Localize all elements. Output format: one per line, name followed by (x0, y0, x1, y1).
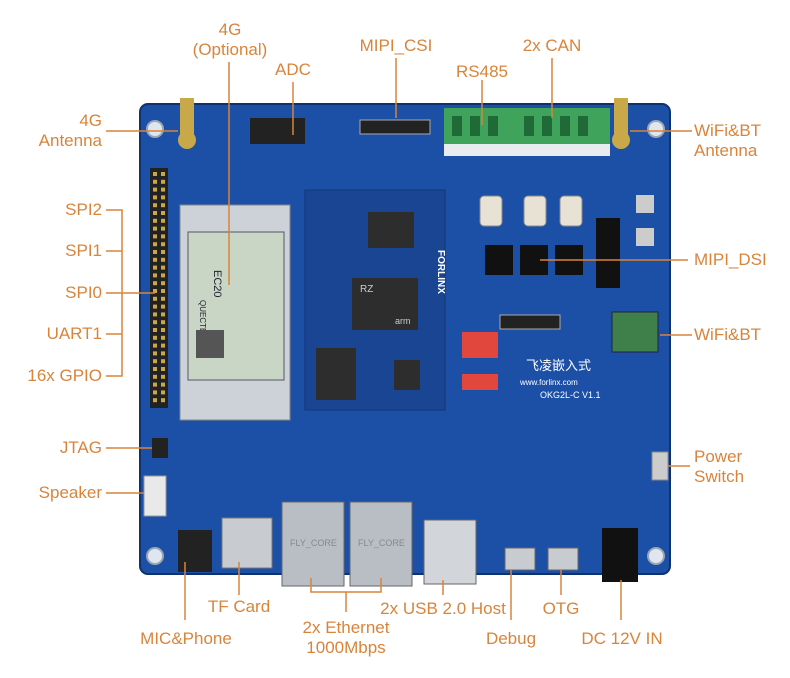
label-jtag: JTAG (59, 438, 102, 457)
button-1 (636, 195, 654, 213)
4g-antenna-base (178, 131, 196, 149)
module-brand: QUECTEL (198, 300, 207, 338)
gpio-pins (153, 172, 165, 403)
label-wifi-bt: WiFi&BT (694, 325, 762, 344)
label-16x-gpio: 16x GPIO (27, 366, 102, 385)
terminal-label-strip (444, 144, 610, 156)
usb-host-ports (423, 519, 477, 585)
ethernet-text-1: FLY_CORE (290, 538, 337, 548)
label-usb-host: 2x USB 2.0 Host (380, 599, 506, 618)
cpu-chip (352, 278, 418, 330)
wifi-antenna-connector (614, 98, 628, 138)
label-uart1: UART1 (46, 324, 102, 343)
label-spi1: SPI1 (65, 241, 102, 260)
module-model: EC20 (211, 270, 223, 298)
adc-header (250, 118, 305, 144)
label-rs485: RS485 (456, 62, 508, 81)
label-tf-card: TF Card (207, 597, 271, 616)
tf-card-slot (221, 517, 273, 569)
mipi-csi-connector (359, 119, 431, 135)
debug-usb-c (504, 547, 536, 571)
wifi-antenna-base (612, 131, 630, 149)
label-otg: OTG (542, 599, 580, 618)
gpio-header (150, 168, 168, 408)
brand-text: FORLINX (435, 250, 446, 294)
cpu-brand: RZ (360, 284, 373, 295)
ethernet-port-2 (349, 501, 413, 587)
board-model: OKG2L-C V1.1 (540, 390, 601, 400)
label-dc-12v-in: DC 12V IN (581, 629, 663, 648)
arm-logo: arm (395, 316, 411, 326)
brand-cn: 飞凌嵌入式 (526, 358, 591, 373)
wifi-module (611, 311, 659, 353)
emmc-chip (316, 348, 356, 400)
otg-usb-c (547, 547, 579, 571)
mounting-holes (146, 120, 665, 565)
ethernet-text-2: FLY_CORE (358, 538, 405, 548)
module-qr (196, 330, 224, 358)
mipi-dsi-connector (499, 314, 561, 330)
label-mic-phone: MIC&Phone (140, 629, 232, 648)
dip-switch-2 (462, 374, 498, 390)
label-mipi-csi: MIPI_CSI (359, 36, 433, 55)
dip-switch-1 (462, 332, 498, 358)
can-chips (479, 195, 583, 227)
label-spi0: SPI0 (65, 283, 102, 302)
label-mipi-dsi: MIPI_DSI (694, 250, 767, 269)
speaker-connector (143, 475, 167, 517)
label-4g-optional: 4G(Optional) (192, 20, 268, 59)
label-adc: ADC (275, 60, 311, 79)
jtag-header (152, 438, 168, 458)
label-debug: Debug (485, 629, 537, 648)
pmic-chip (394, 360, 420, 390)
leader-lines (106, 58, 692, 620)
power-switch (651, 451, 669, 481)
button-2 (636, 228, 654, 246)
ethernet-port-1 (281, 501, 345, 587)
label-spi2: SPI2 (65, 200, 102, 219)
dc-jack (602, 528, 638, 582)
4g-antenna-connector (180, 98, 194, 138)
memory-chip (368, 212, 414, 248)
brand-url: www.forlinx.com (519, 378, 578, 387)
audio-jack (178, 530, 212, 572)
label-2x-can: 2x CAN (522, 36, 582, 55)
label-speaker: Speaker (38, 483, 102, 502)
